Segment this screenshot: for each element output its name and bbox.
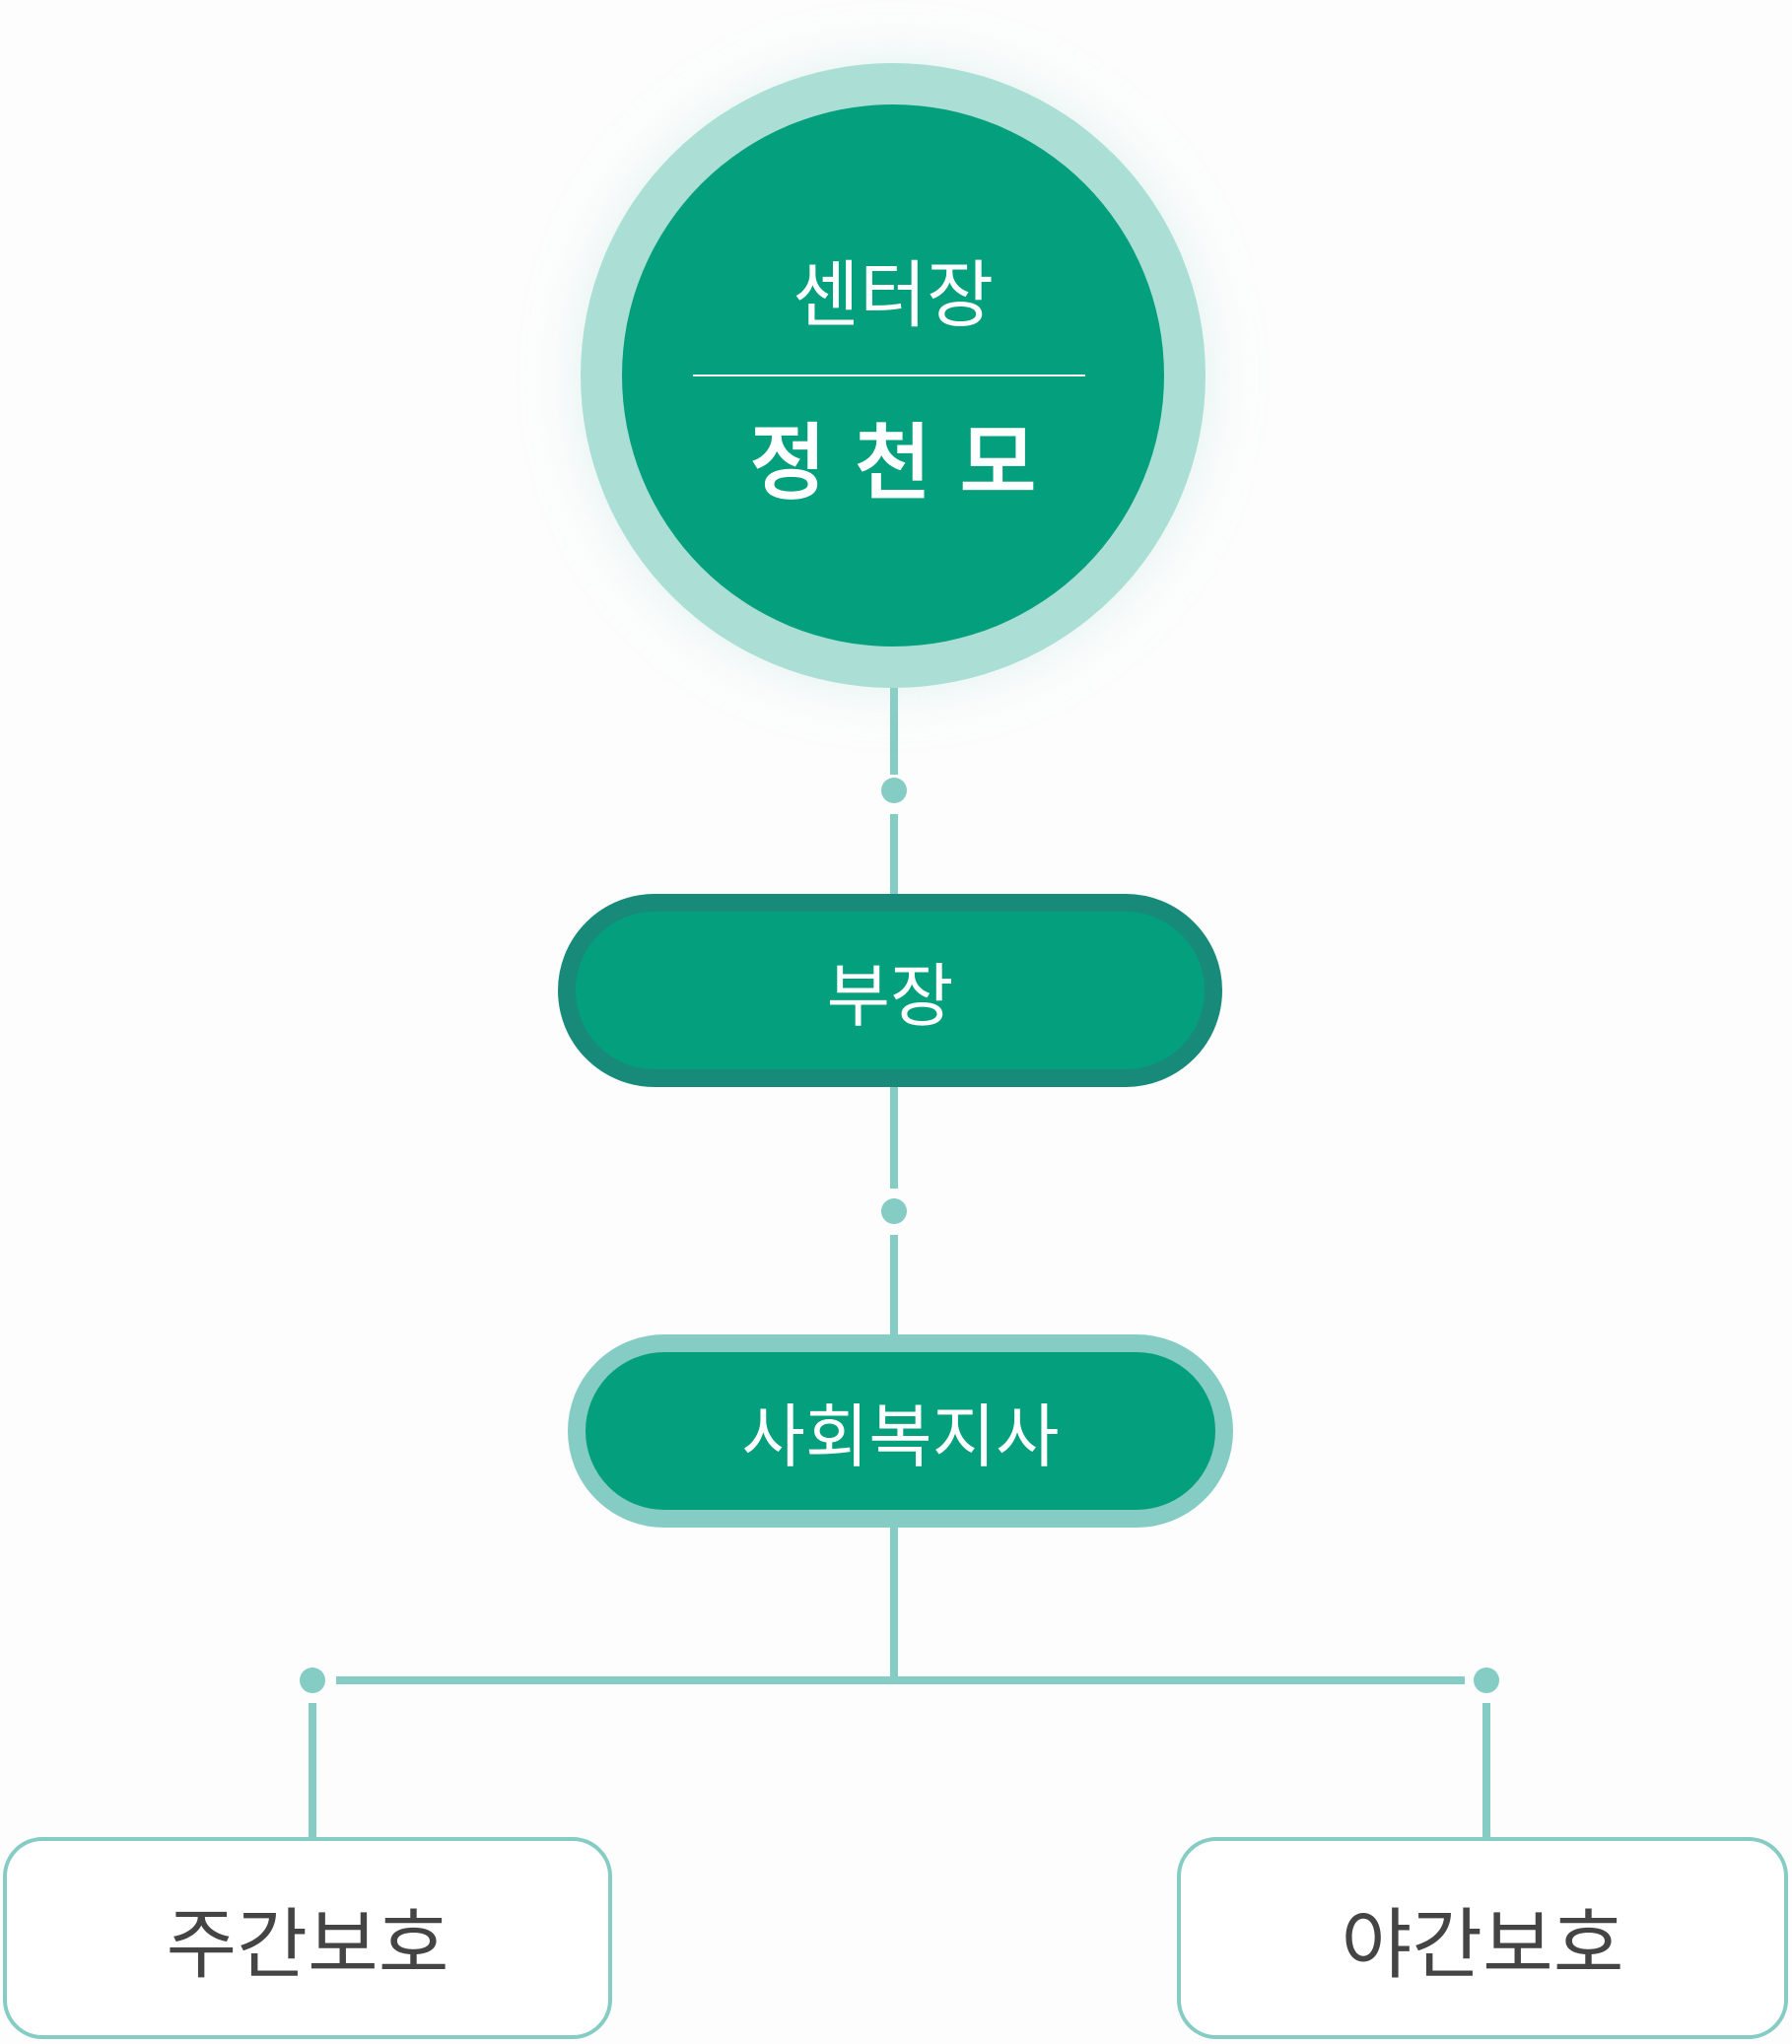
social-worker-label: 사회복지사: [741, 1396, 1060, 1477]
team-label: 주간보호: [166, 1900, 449, 1990]
connector-horizontal: [336, 1676, 1465, 1684]
connector-left-down: [309, 1703, 316, 1841]
connector-deputy-worker-top: [890, 1084, 898, 1189]
connector-dot-left: [300, 1668, 325, 1693]
social-worker-node: 사회복지사: [568, 1334, 1233, 1528]
connector-worker-branch: [890, 1526, 898, 1684]
director-title: 센터장: [792, 253, 995, 338]
connector-dot-right: [1474, 1668, 1499, 1693]
team-night-care: 야간보호: [1177, 1837, 1788, 2039]
deputy-label: 부장: [826, 955, 954, 1037]
team-label: 야간보호: [1341, 1900, 1624, 1990]
connector-dot: [881, 778, 907, 803]
team-day-care: 주간보호: [3, 1837, 612, 2039]
director-divider: [693, 375, 1085, 376]
connector-director-deputy-bottom: [890, 814, 898, 898]
connector-right-down: [1482, 1703, 1490, 1841]
deputy-node: 부장: [558, 894, 1222, 1087]
connector-director-deputy-top: [890, 680, 898, 775]
connector-dot: [881, 1198, 907, 1224]
connector-deputy-worker-bottom: [890, 1235, 898, 1338]
director-name: 정 천 모: [749, 415, 1037, 511]
